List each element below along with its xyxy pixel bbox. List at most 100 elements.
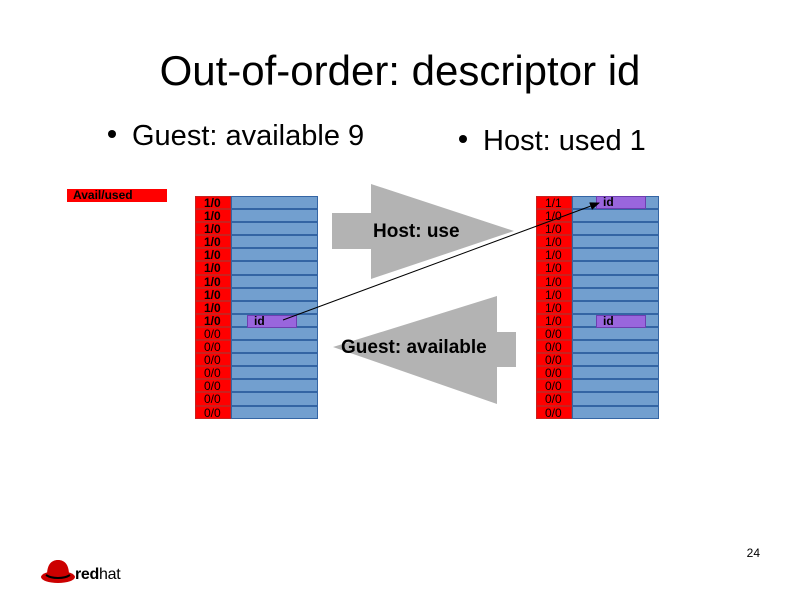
left-ring-slot-flag: 1/0 [195,261,231,275]
right-ring-slot-body [572,248,659,262]
left-ring-slot-body [231,222,318,236]
right-ring-slot-body [572,287,659,301]
left-ring-slot-flag: 1/0 [195,313,231,327]
left-ring-slot-body [231,366,318,380]
left-ring-slot-body [231,261,318,275]
left-ring-slot-body [231,379,318,393]
id-link-arrow [282,202,600,321]
right-ring-slot-body [572,235,659,249]
host-use-label: Host: use [373,221,460,242]
right-ring-slot-body [572,222,659,236]
left-ring-slot: 1/0 [195,261,321,275]
left-ring-slot-body [231,353,318,367]
logo-text-regular: hat [99,566,121,583]
left-ring-slot: 0/0 [195,392,321,406]
right-ring-slot-flag: 1/0 [536,235,572,249]
guest-available-label: Guest: available [341,337,487,358]
right-ring-slot-body [572,209,659,223]
left-ring-slot: 1/0 [195,300,321,314]
page-number: 24 [746,546,760,560]
left-ring-slot: 0/0 [195,405,321,419]
bullet-dot-icon [108,130,116,139]
left-ring-slot-flag: 1/0 [195,274,231,288]
left-ring-slot-flag: 0/0 [195,326,231,341]
right-ring-slot-flag: 0/0 [536,326,572,341]
left-ring-slot-flag: 1/0 [195,300,231,314]
left-ring-slot: 0/0 [195,379,321,393]
guest-available-arrow [333,296,516,404]
left-ring-slot: 1/0 [195,287,321,301]
right-ring-slot-flag: 1/0 [536,222,572,236]
left-ring-slot: 1/0 [195,274,321,288]
right-ring-slot: 1/0 [536,222,662,236]
right-ring-slot-body [572,300,659,314]
left-ring-slot-flag: 0/0 [195,340,231,354]
left-ring-slot-flag: 1/0 [195,196,231,210]
left-ring-slot-flag: 0/0 [195,405,231,419]
right-ring-slot: 0/0 [536,392,662,406]
bullet-dot-icon [459,135,467,144]
right-ring-slot-flag: 1/0 [536,287,572,301]
right-ring-slot: 0/0 [536,353,662,367]
left-ring-slot-body [231,287,318,301]
left-ring-slot: 0/0 [195,353,321,367]
right-ring-slot-flag: 0/0 [536,340,572,354]
bullet-guest: Guest: available 9 [108,119,364,153]
right-ring-slot-flag: 1/0 [536,300,572,314]
right-ring-slot-body [572,274,659,288]
left-ring-slot-body [231,196,318,210]
left-ring-slot-body [231,405,318,419]
left-ring-slot-body [231,248,318,262]
left-ring-slot-body [231,209,318,223]
right-ring-slot: 0/0 [536,326,662,341]
left-ring-slot: 1/0 [195,196,321,210]
right-ring-slot: 0/0 [536,379,662,393]
left-ring-slot-flag: 0/0 [195,392,231,406]
right-ring-slot-body [572,392,659,406]
right-ring-slot-flag: 1/1 [536,196,572,210]
host-use-arrow [332,184,514,279]
left-ring-slot-body [231,235,318,249]
right-ring-slot-body [572,353,659,367]
right-ring-slot-flag: 1/0 [536,274,572,288]
left-ring-slot-flag: 0/0 [195,379,231,393]
right-ring-slot-body [572,366,659,380]
left-ring-slot: 0/0 [195,366,321,380]
left-ring-slot: 1/0 [195,248,321,262]
left-ring-slot-flag: 1/0 [195,235,231,249]
right-ring-slot: 1/0 [536,287,662,301]
left-ring-slot-flag: 1/0 [195,248,231,262]
right-ring-slot: 0/0 [536,340,662,354]
left-ring-slot-flag: 1/0 [195,209,231,223]
right-ring-slot: 1/0 [536,300,662,314]
right-ring-slot-body [572,261,659,275]
right-ring-slot: 0/0 [536,366,662,380]
right-ring-slot: 1/0 [536,248,662,262]
right-ring-slot: 1/0 [536,209,662,223]
left-ring-slot: 0/0 [195,340,321,354]
right-ring-slot: 1/0 [536,274,662,288]
right-ring-slot-flag: 1/0 [536,313,572,327]
right-ring-slot-flag: 0/0 [536,353,572,367]
right-id-box-mid: id [596,315,646,328]
left-ring-slot-body [231,274,318,288]
left-ring-slot-flag: 1/0 [195,222,231,236]
right-ring-slot: 1/0 [536,261,662,275]
right-ring-slot: 1/0 [536,235,662,249]
left-ring-slot-body [231,392,318,406]
left-ring-slot-flag: 0/0 [195,353,231,367]
left-ring-slot: 1/0 [195,209,321,223]
right-ring-slot-flag: 0/0 [536,392,572,406]
redhat-logo-text: redhat [75,566,121,584]
left-ring-slot-flag: 0/0 [195,366,231,380]
right-ring-slot: 0/0 [536,405,662,419]
right-ring-slot-body [572,340,659,354]
right-ring-slot-flag: 0/0 [536,379,572,393]
left-ring-slot-flag: 1/0 [195,287,231,301]
right-ring-slot-flag: 0/0 [536,405,572,419]
right-ring-slot-body [572,405,659,419]
